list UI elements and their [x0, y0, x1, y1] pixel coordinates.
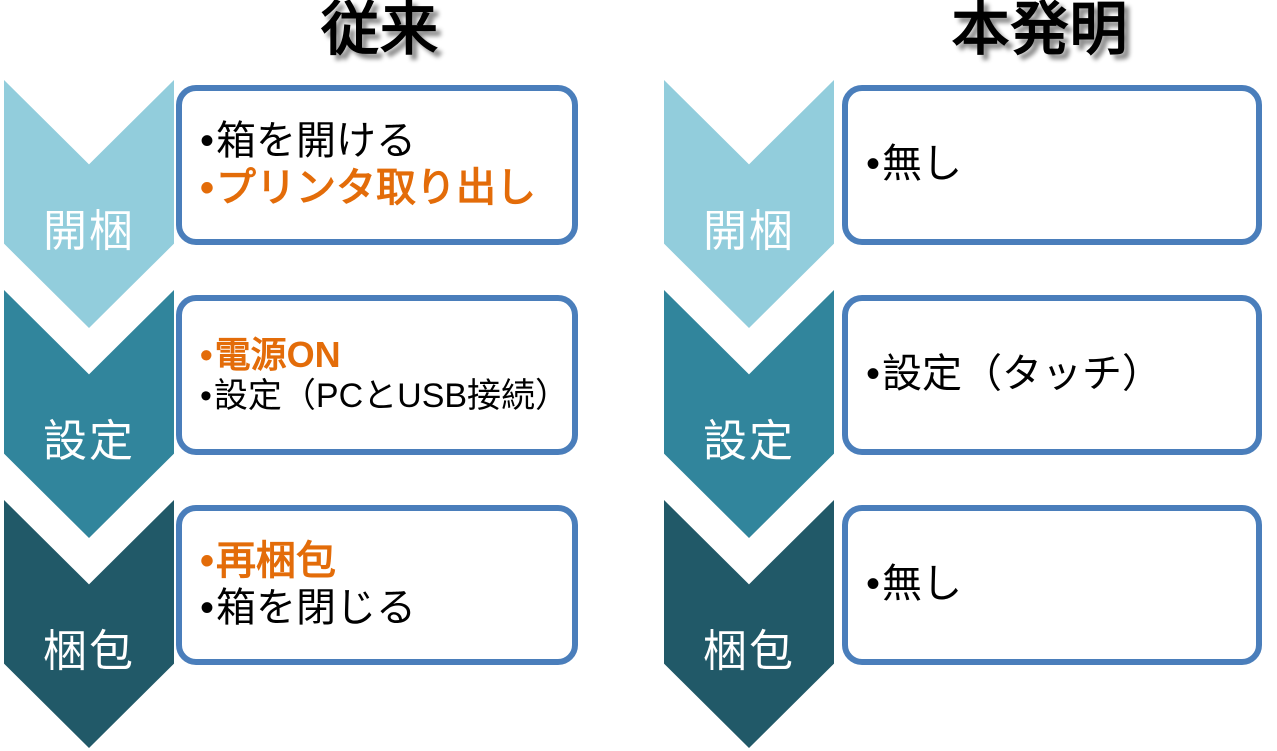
bullet-icon: • [200, 166, 215, 210]
bullet-icon: • [866, 352, 881, 397]
content-box-setup-conventional: • 電源ON • 設定（PCとUSB接続） [176, 295, 578, 455]
content-box-setup-invention: • 設定（タッチ） [842, 295, 1262, 455]
bullet-icon: • [866, 562, 881, 607]
list-item-label: 箱を閉じる [216, 586, 417, 630]
list-item: • 設定（PCとUSB接続） [200, 376, 569, 416]
process-row-invention-unpack: 開梱 • 無し [660, 80, 1262, 328]
list-item: • 箱を開ける [200, 118, 562, 165]
list-item: • 電源ON [200, 334, 562, 376]
process-row-invention-setup: 設定 • 設定（タッチ） [660, 290, 1262, 538]
column-title-invention: 本発明 [951, 0, 1129, 62]
chevron-pack-conventional: 梱包 [4, 500, 174, 748]
list-item-label: 無し [882, 562, 963, 607]
list-item: • 無し [866, 141, 1246, 188]
content-box-pack-invention: • 無し [842, 505, 1262, 665]
list-item-label: 設定（タッチ） [882, 352, 1163, 397]
process-row-conventional-setup: 設定 • 電源ON • 設定（PCとUSB接続） [0, 290, 600, 538]
list-item-label: 電源ON [214, 333, 341, 375]
content-box-unpack-conventional: • 箱を開ける • プリンタ取り出し [176, 85, 578, 245]
list-item-label: 設定（PCとUSB接続） [213, 377, 570, 416]
process-row-invention-pack: 梱包 • 無し [660, 500, 1262, 748]
chevron-pack-invention: 梱包 [664, 500, 834, 748]
list-item: • 設定（タッチ） [866, 351, 1246, 398]
content-box-unpack-invention: • 無し [842, 85, 1262, 245]
list-item: • 再梱包 [200, 538, 562, 585]
list-item-label: 再梱包 [216, 538, 337, 583]
column-title-conventional: 従来 [320, 0, 439, 62]
bullet-icon: • [200, 377, 212, 416]
list-item: • 箱を閉じる [200, 585, 562, 632]
bullet-icon: • [866, 142, 881, 187]
list-item-label: プリンタ取り出し [216, 166, 537, 210]
list-item-label: 箱を開ける [216, 118, 417, 163]
list-item-label: 無し [882, 142, 963, 187]
bullet-icon: • [200, 538, 215, 583]
bullet-icon: • [200, 333, 213, 375]
process-row-conventional-unpack: 開梱 • 箱を開ける • プリンタ取り出し [0, 80, 600, 328]
bullet-icon: • [200, 118, 215, 163]
list-item: • プリンタ取り出し [200, 165, 562, 212]
chevron-shape [4, 500, 174, 748]
chevron-shape [664, 500, 834, 748]
bullet-icon: • [200, 586, 215, 630]
list-item: • 無し [866, 561, 1246, 608]
process-row-conventional-pack: 梱包 • 再梱包 • 箱を閉じる [0, 500, 600, 748]
content-box-pack-conventional: • 再梱包 • 箱を閉じる [176, 505, 578, 665]
